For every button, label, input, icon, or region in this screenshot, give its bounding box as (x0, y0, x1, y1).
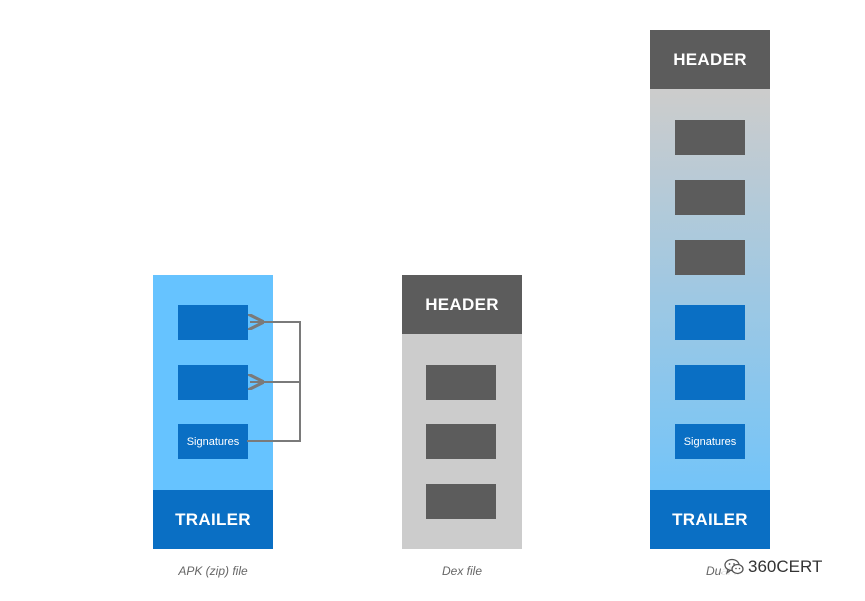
dual-signatures-block: Signatures (675, 424, 745, 459)
dual-dex-block-3 (675, 240, 745, 275)
apk-trailer-block: TRAILER (153, 490, 273, 549)
dual-apk-entry-block-1 (675, 305, 745, 340)
dual-trailer-block: TRAILER (650, 490, 770, 549)
dex-data-block-1 (426, 365, 496, 400)
apk-signatures-block: Signatures (178, 424, 248, 459)
dual-dex-block-1 (675, 120, 745, 155)
apk-caption: APK (zip) file (178, 564, 248, 578)
dex-data-block-2 (426, 424, 496, 459)
dual-header-block: HEADER (650, 30, 770, 89)
watermark: 360CERT (722, 555, 825, 579)
dual-apk-entry-block-2 (675, 365, 745, 400)
dual-dex-block-2 (675, 180, 745, 215)
dex-caption: Dex file (441, 564, 482, 578)
wechat-icon (724, 558, 744, 576)
apk-entry-block-2 (178, 365, 248, 400)
dex-data-block-3 (426, 484, 496, 519)
apk-entry-block-1 (178, 305, 248, 340)
dex-header-block: HEADER (402, 275, 522, 334)
dual-file-container (650, 30, 770, 549)
watermark-text: 360CERT (748, 557, 823, 576)
